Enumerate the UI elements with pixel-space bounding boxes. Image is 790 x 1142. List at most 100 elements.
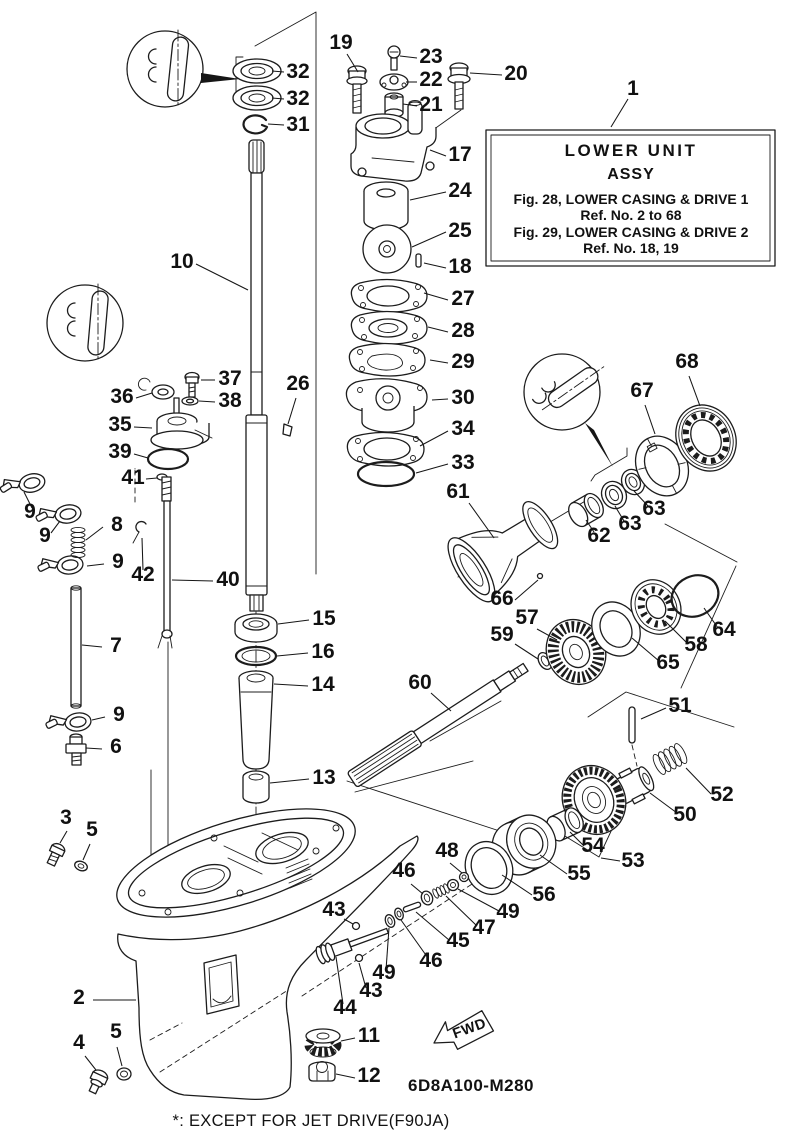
- callout-leader-9: [86, 563, 105, 567]
- thrust-washer-65: [591, 601, 641, 657]
- callout-leader-4: [84, 1055, 97, 1071]
- callout-leader-51: [640, 707, 667, 720]
- callout-23: 23: [419, 45, 442, 68]
- callout-leader-7: [81, 644, 103, 648]
- impeller-25: [362, 224, 412, 274]
- callout-leader-3: [59, 830, 68, 844]
- shift-cam-35: [150, 397, 213, 450]
- callout-leader-36: [135, 392, 153, 399]
- callout-14: 14: [311, 673, 335, 696]
- detail-pointer: [585, 423, 613, 467]
- callout-leader-56: [501, 874, 533, 896]
- title-assy: ASSY: [607, 166, 655, 183]
- washer-46-outer: [420, 890, 434, 906]
- grease-tube-crimp: [66, 302, 76, 319]
- callout-9: 9: [113, 703, 125, 726]
- needle-bushing-62: [568, 492, 604, 528]
- callout-6: 6: [110, 735, 122, 758]
- callout-18: 18: [448, 255, 472, 278]
- clip-42: [132, 520, 147, 544]
- o-ring-39: [146, 447, 190, 471]
- drive-shaft-sleeve-14: [238, 670, 274, 770]
- callout-leader-32: [271, 97, 285, 100]
- callout-7: 7: [110, 634, 122, 657]
- circlip-31: [242, 114, 269, 135]
- callout-leader-24: [409, 191, 447, 201]
- grease-detail-circle-top: [126, 29, 244, 109]
- title-ref29: Ref. No. 18, 19: [583, 240, 679, 256]
- callout-leader-39: [133, 453, 149, 459]
- grease-detail-circle-right: [523, 353, 628, 482]
- callout-leader-9: [50, 520, 61, 534]
- callout-leader-52: [685, 767, 712, 795]
- o-ring-33: [356, 460, 416, 488]
- callout-31: 31: [286, 113, 310, 136]
- callout-10: 10: [170, 250, 193, 273]
- callout-leader-43: [343, 918, 354, 925]
- bearing-housing-61: [447, 501, 559, 603]
- callout-57: 57: [515, 606, 538, 629]
- callout-5: 5: [110, 1020, 122, 1043]
- clutch-pin-51: [628, 706, 636, 744]
- ball-43b: [354, 953, 364, 963]
- callout-leader-61: [468, 502, 495, 539]
- fwd-arrow: FWD: [433, 1010, 495, 1050]
- callout-leader-46: [410, 883, 424, 895]
- callout-leader-38: [198, 400, 216, 403]
- washer-49-outer: [446, 878, 460, 892]
- callout-leader-5: [116, 1046, 123, 1067]
- callout-leader-11: [340, 1037, 356, 1042]
- callout-leader-58: [664, 620, 689, 645]
- callout-leader-1: [610, 98, 629, 128]
- callout-leader-17: [429, 149, 447, 157]
- plug-screw-4: [88, 1069, 109, 1095]
- gasket-34: [346, 431, 425, 467]
- bolt-37: [184, 371, 200, 398]
- callout-3: 3: [60, 806, 72, 829]
- callout-42: 42: [131, 563, 154, 586]
- callout-leader-30: [431, 398, 449, 401]
- callout-43: 43: [322, 898, 345, 921]
- callout-leader-12: [335, 1073, 356, 1079]
- callout-52: 52: [710, 783, 733, 806]
- callout-leader-16: [276, 652, 309, 657]
- shift-rod-40: [157, 476, 173, 649]
- callout-56: 56: [532, 883, 555, 906]
- callout-8: 8: [111, 513, 123, 536]
- callout-22: 22: [419, 68, 442, 91]
- callout-leader-23: [399, 55, 418, 59]
- dowel-pin-18: [415, 253, 422, 268]
- callout-55: 55: [567, 862, 591, 885]
- callout-36: 36: [110, 385, 133, 408]
- washer-38: [181, 396, 199, 406]
- callout-32: 32: [286, 60, 309, 83]
- callout-46: 46: [392, 859, 415, 882]
- callout-19: 19: [329, 31, 352, 54]
- callout-26: 26: [286, 372, 309, 395]
- callout-leader-15: [277, 619, 310, 625]
- callout-49: 49: [496, 900, 519, 923]
- callout-2: 2: [73, 986, 85, 1009]
- detail-pointer: [201, 73, 240, 83]
- callout-62: 62: [587, 524, 610, 547]
- callout-leader-66: [514, 579, 539, 601]
- callout-leader-45: [415, 911, 450, 941]
- callout-63: 63: [642, 497, 665, 520]
- hose-clamp-9d: [43, 709, 93, 737]
- grease-tube-crimp: [147, 48, 157, 65]
- callout-leader-50: [649, 792, 678, 814]
- bushing-21: [384, 92, 404, 118]
- plate-washer-22: [379, 73, 409, 91]
- pinion-nut-12: [308, 1061, 336, 1082]
- callout-leader-54: [569, 831, 585, 847]
- callout-15: 15: [312, 607, 336, 630]
- callout-leader-53: [600, 857, 621, 862]
- callout-leader-29: [429, 359, 449, 364]
- drawing-code: 6D8A100-M280: [408, 1076, 534, 1095]
- gasket-27: [350, 278, 428, 313]
- callout-leader-64: [703, 607, 719, 629]
- pinion-gear-11: [304, 1028, 342, 1058]
- callout-20: 20: [504, 62, 527, 85]
- callout-leader-44: [335, 956, 344, 1005]
